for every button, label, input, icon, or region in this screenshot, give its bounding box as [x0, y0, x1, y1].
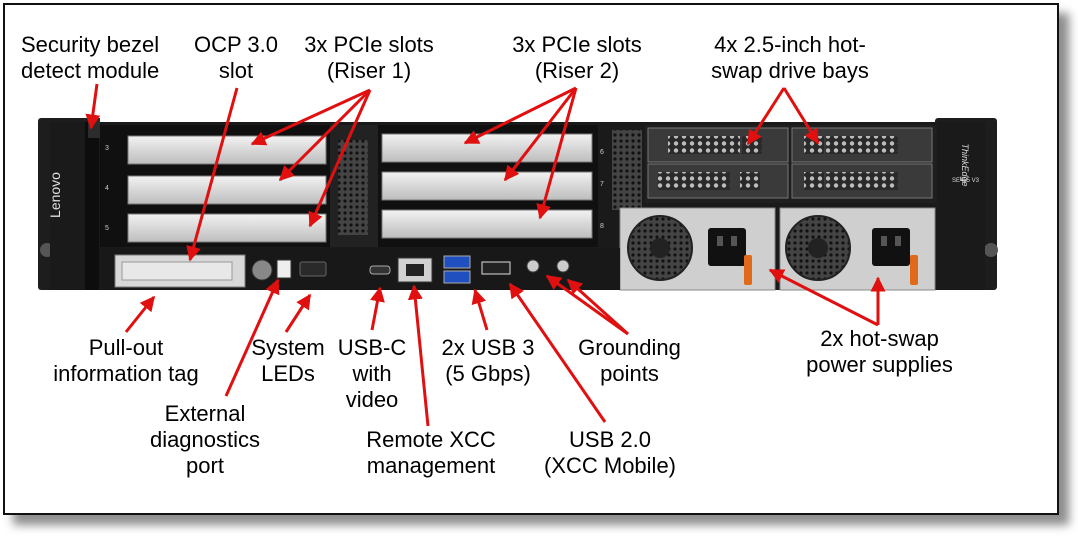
arrow-usb2 [508, 282, 607, 423]
svg-text:4: 4 [105, 185, 109, 192]
thumbscrew [251, 259, 273, 281]
power-supply-1 [619, 207, 776, 291]
ocp-slot [114, 254, 246, 288]
arrow-pullout [124, 295, 156, 333]
arrow-riser1-b [278, 88, 372, 182]
pcie-slot-4: 4 [105, 175, 327, 205]
arrow-riser2-c [536, 87, 578, 220]
arrow-xcc [407, 284, 430, 427]
rj45-port [397, 257, 433, 283]
arrow-riser1-c [308, 89, 372, 228]
arrow-drive-b [782, 87, 820, 145]
label-drives: 4x 2.5-inch hot-swap drive bays [711, 32, 869, 83]
arrow-sysleds [284, 293, 312, 333]
drive-bays [645, 125, 937, 203]
label-usb2: USB 2.0(XCC Mobile) [543, 427, 677, 478]
arrow-usbc [370, 286, 385, 331]
label-usb3: 2x USB 3(5 Gbps) [441, 335, 535, 386]
usb3-port-1 [443, 255, 471, 269]
arrow-bezel [85, 83, 101, 130]
grounding-point-2 [556, 259, 570, 273]
drive-bay-3 [647, 163, 789, 199]
external-diagnostics-port [276, 259, 292, 279]
arrow-psu-a [768, 268, 879, 327]
arrow-riser1-a [250, 88, 371, 146]
power-supply-2 [779, 207, 936, 291]
system-leds [299, 261, 327, 277]
arrow-grounding-b [566, 278, 630, 336]
brand-logo: Lenovo [47, 172, 63, 218]
pcie-slot-3: 3 [105, 135, 327, 165]
svg-text:7: 7 [600, 181, 604, 188]
svg-text:6: 6 [600, 149, 604, 156]
pcie-slot-5: 5 [105, 213, 327, 243]
pcie-slot-8: 8 [381, 209, 604, 239]
arrow-extdiag [224, 278, 280, 397]
svg-text:8: 8 [600, 223, 604, 230]
arrow-ocp [186, 87, 239, 262]
svg-text:5: 5 [105, 225, 109, 232]
drive-bay-1 [647, 127, 789, 163]
svg-text:3: 3 [105, 145, 109, 152]
arrow-riser2-b [503, 87, 578, 182]
pcie-slot-6: 6 [381, 133, 604, 163]
drive-bay-4 [791, 163, 933, 199]
usb2-port [481, 261, 511, 275]
model-name: SE455 V3 [952, 178, 980, 184]
arrow-riser2-a [463, 86, 577, 145]
grounding-point-1 [526, 259, 540, 273]
label-riser1: 3x PCIe slots(Riser 1) [304, 32, 434, 83]
pcie-slot-7: 7 [381, 171, 604, 201]
arrow-drive-a [746, 87, 786, 146]
bezel-detect-module [88, 118, 100, 138]
model-brand: ThinkEdge [960, 143, 970, 186]
label-riser2: 3x PCIe slots(Riser 2) [512, 32, 642, 83]
arrow-usb3 [471, 288, 489, 331]
usb-c-port [369, 265, 391, 275]
arrow-grounding-a [545, 274, 629, 336]
usb3-port-2 [443, 270, 471, 284]
